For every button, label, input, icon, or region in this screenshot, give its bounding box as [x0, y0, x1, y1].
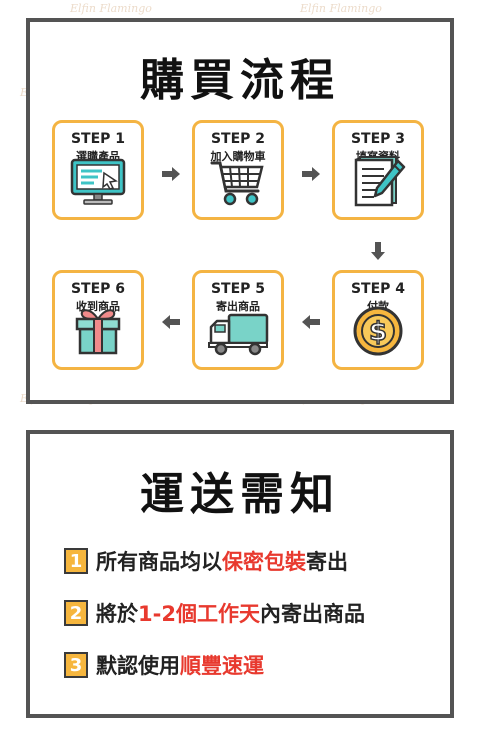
- arrow-down-icon: [370, 240, 386, 266]
- arrow-left-icon: [300, 314, 322, 334]
- note-number-badge: 2: [64, 600, 88, 626]
- note-text: 將於: [96, 602, 138, 626]
- step-2-card: STEP 2 加入購物車: [192, 120, 284, 220]
- note-number-badge: 1: [64, 548, 88, 574]
- purchase-flow-title: 購買流程: [140, 55, 340, 106]
- note-highlight: 1-2個工作天: [138, 602, 260, 626]
- note-number-badge: 3: [64, 652, 88, 678]
- computer-screen-icon: [68, 157, 128, 211]
- step-1-card: STEP 1 選購產品: [52, 120, 144, 220]
- arrow-right-icon: [300, 166, 322, 186]
- arrow-right-icon: [160, 166, 182, 186]
- dollar-coin-icon: $: [351, 305, 405, 361]
- step-4-card: STEP 4 付款 $: [332, 270, 424, 370]
- arrow-left-icon: [160, 314, 182, 334]
- shipping-info-title: 運送需知: [140, 469, 340, 520]
- step-number: STEP 6: [70, 281, 126, 297]
- shipping-note-3: 3 默認使用順豐速運: [64, 650, 264, 680]
- step-number: STEP 3: [350, 131, 406, 147]
- shopping-cart-icon: [208, 157, 268, 211]
- step-label: 寄出商品: [216, 300, 260, 313]
- gift-box-icon: [70, 305, 126, 361]
- step-3-card: STEP 3 填寫資料: [332, 120, 424, 220]
- step-number: STEP 5: [210, 281, 266, 297]
- form-pen-icon: [348, 155, 408, 211]
- note-text: 所有商品均以: [96, 550, 222, 574]
- note-text: 內寄出商品: [259, 602, 365, 626]
- note-highlight: 順豐速運: [180, 654, 264, 678]
- step-number: STEP 2: [210, 131, 266, 147]
- svg-text:$: $: [369, 317, 387, 347]
- note-text: 寄出: [306, 550, 348, 574]
- step-5-card: STEP 5 寄出商品: [192, 270, 284, 370]
- step-6-card: STEP 6 收到商品: [52, 270, 144, 370]
- step-number: STEP 4: [350, 281, 406, 297]
- shipping-note-1: 1 所有商品均以保密包裝寄出: [64, 546, 348, 576]
- step-label: 加入購物車: [210, 150, 266, 163]
- note-highlight: 保密包裝: [222, 550, 306, 574]
- step-number: STEP 1: [70, 131, 126, 147]
- note-text: 默認使用: [96, 654, 180, 678]
- watermark: Elfin Flamingo: [300, 2, 382, 15]
- purchase-flow-panel: 購買流程 STEP 1 選購產品 STEP 2 加入購物車: [26, 18, 454, 404]
- delivery-truck-icon: [205, 309, 271, 361]
- watermark: Elfin Flamingo: [70, 2, 152, 15]
